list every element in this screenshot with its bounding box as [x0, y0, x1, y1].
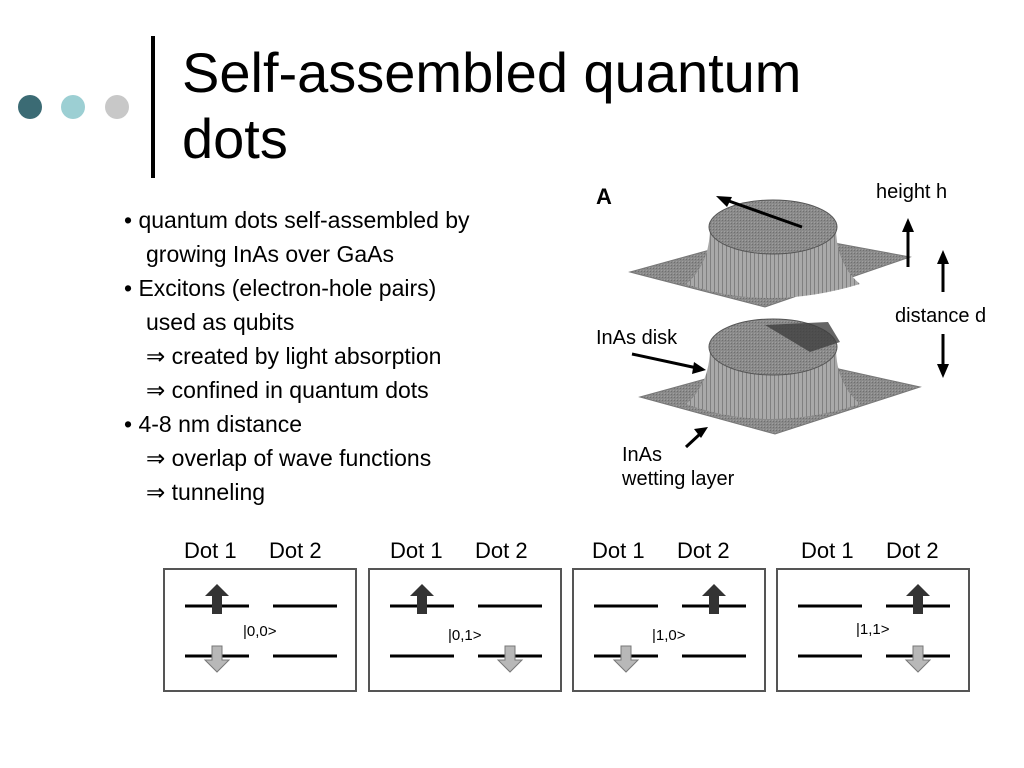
upper-disk-top — [708, 199, 838, 255]
state-diagram: |1,0> — [572, 568, 766, 692]
electron-arrow-up-icon — [410, 584, 434, 614]
state-diagram: |0,0> — [163, 568, 357, 692]
hole-arrow-down-icon — [612, 645, 640, 673]
wetting-label-line2: wetting layer — [621, 468, 735, 490]
title-divider — [151, 36, 155, 178]
electron-arrow-up-icon — [906, 584, 930, 614]
state-ket: |1,0> — [652, 627, 686, 644]
electron-arrow-up-icon — [205, 584, 229, 614]
state-diagram: |1,1> — [776, 568, 970, 692]
bullet-list: • quantum dots self-assembled by growing… — [124, 203, 574, 509]
bullet-line: ⇒ confined in quantum dots — [146, 377, 429, 403]
bullet-line: ⇒ overlap of wave functions — [146, 445, 432, 471]
bullet-line: ⇒ created by light absorption — [146, 343, 442, 369]
state-diagram: |0,1> — [368, 568, 562, 692]
bullet-line: used as qubits — [146, 309, 295, 335]
slide-title: Self-assembled quantum dots — [182, 41, 802, 170]
distance-label: distance d — [895, 305, 986, 327]
dot2-label: Dot 2 — [269, 538, 322, 563]
state-ket: |0,1> — [448, 627, 482, 644]
accent-dot-2 — [61, 95, 85, 119]
dot2-label: Dot 2 — [886, 538, 939, 563]
dot2-label: Dot 2 — [677, 538, 730, 563]
hole-arrow-down-icon — [203, 645, 231, 673]
height-label: height h — [876, 181, 947, 203]
accent-dot-1 — [18, 95, 42, 119]
state-levels: |0,1> — [390, 584, 542, 673]
bullet-line: growing InAs over GaAs — [146, 241, 395, 267]
bullet-line: ⇒ tunneling — [146, 479, 266, 505]
hole-arrow-down-icon — [904, 645, 932, 673]
state-ket: |1,1> — [856, 621, 890, 638]
dot1-label: Dot 1 — [184, 538, 237, 563]
dot1-label: Dot 1 — [801, 538, 854, 563]
exciton-states: Dot 1 Dot 2 |0,0> Dot 1 Dot 2 |0,1> Dot … — [0, 530, 1024, 710]
accent-dot-3 — [105, 95, 129, 119]
bullet-line: • Excitons (electron-hole pairs) — [124, 275, 437, 301]
inas-disk-label: InAs disk — [596, 327, 678, 349]
quantum-dot-illustration: A height h distance d InAs disk InAs wet… — [596, 181, 986, 490]
state-levels: |1,0> — [594, 584, 746, 673]
lower-disk-dark-patch — [765, 322, 840, 352]
electron-arrow-up-icon — [702, 584, 726, 614]
hole-arrow-down-icon — [496, 645, 524, 673]
bullet-line: • quantum dots self-assembled by — [124, 207, 470, 233]
quantum-dot-figure: A height h distance d InAs disk InAs wet… — [590, 172, 1010, 498]
state-levels: |1,1> — [798, 584, 950, 673]
panel-letter: A — [596, 184, 612, 209]
state-ket: |0,0> — [243, 623, 277, 640]
state-levels: |0,0> — [185, 584, 337, 673]
dot2-label: Dot 2 — [475, 538, 528, 563]
dot1-label: Dot 1 — [592, 538, 645, 563]
bullet-line: • 4-8 nm distance — [124, 411, 303, 437]
dot1-label: Dot 1 — [390, 538, 443, 563]
wetting-label-line1: InAs — [622, 444, 662, 466]
